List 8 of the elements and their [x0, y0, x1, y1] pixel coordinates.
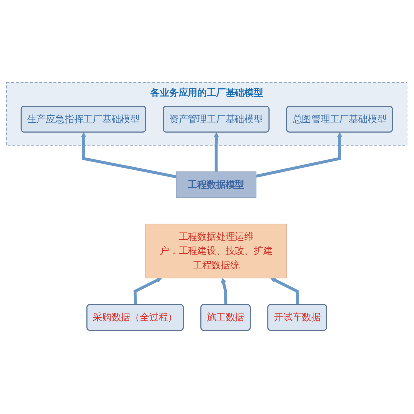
arrow [256, 132, 343, 178]
arrow [134, 278, 162, 306]
arrow [214, 132, 220, 172]
arrow [270, 278, 300, 306]
node-box: 工程数据模型 [176, 172, 257, 198]
arrow [221, 278, 228, 306]
arrow [81, 132, 177, 179]
node-box: 工程数据处理运维 户，工程建设、技改、扩建工程数据统 [146, 224, 288, 279]
